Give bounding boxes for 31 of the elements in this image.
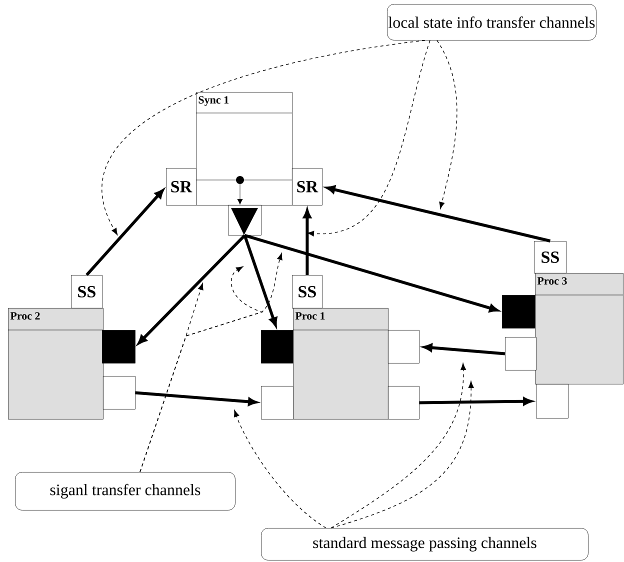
message-port <box>388 386 420 420</box>
callout-box: local state info transfer channels <box>387 4 596 40</box>
process-box: Proc 2 <box>8 308 104 420</box>
leader-line <box>330 363 466 528</box>
port-box: SR <box>166 168 196 206</box>
leader-line <box>102 40 426 236</box>
message-port <box>103 376 136 410</box>
leader-line <box>307 40 430 236</box>
signal-port <box>261 330 294 364</box>
signal-port <box>102 330 136 364</box>
process-box: Proc 1 <box>292 308 388 420</box>
process-box: Proc 3 <box>534 273 624 384</box>
message-port <box>505 337 536 370</box>
port-box: SS <box>534 241 566 274</box>
port-box: SR <box>292 168 322 206</box>
callout-box: siganl transfer channels <box>15 472 236 510</box>
sync-box: Sync 1 <box>196 92 292 206</box>
trigger-box <box>228 205 262 236</box>
arrow <box>86 189 164 276</box>
leader-line <box>234 410 326 528</box>
port-box: SS <box>292 275 322 308</box>
leader-line <box>330 381 474 528</box>
message-port <box>536 384 568 418</box>
leader-line <box>140 253 282 472</box>
message-port <box>261 386 294 420</box>
callout-box: standard message passing channels <box>261 528 588 560</box>
message-port <box>388 330 420 364</box>
signal-port <box>502 295 536 328</box>
leader-line <box>436 40 458 209</box>
arrow <box>138 234 246 344</box>
port-box: SS <box>71 275 102 308</box>
